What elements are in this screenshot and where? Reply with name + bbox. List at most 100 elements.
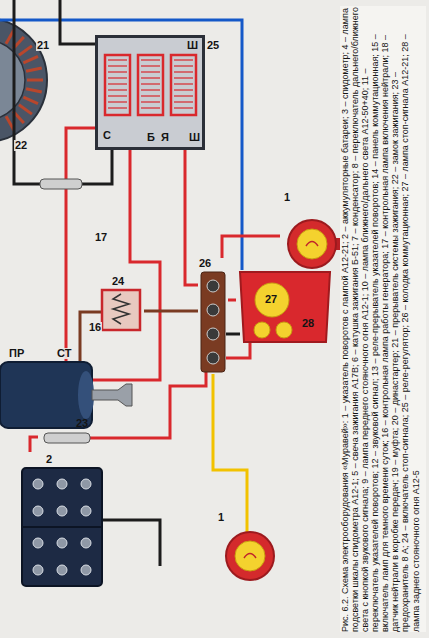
winding-stroke <box>108 107 127 108</box>
cell-cap <box>33 565 43 575</box>
winding-stroke <box>174 71 193 72</box>
cell-cap <box>33 506 43 516</box>
wire-connector <box>222 236 280 258</box>
segment-stroke <box>26 89 42 92</box>
winding-stroke <box>108 89 127 90</box>
cell-cap <box>57 538 67 548</box>
turn-indicator-housing <box>288 220 336 268</box>
winding-stroke <box>108 77 127 78</box>
cell-cap <box>57 565 67 575</box>
cell-cap <box>81 538 91 548</box>
winding-stroke <box>141 101 160 102</box>
terminal-block: 26 <box>198 258 228 374</box>
terminal <box>207 280 219 292</box>
winding-stroke <box>174 59 193 60</box>
regulator-body <box>97 37 203 148</box>
winding-stroke <box>108 71 127 72</box>
terminal-block-body <box>201 272 225 372</box>
winding-stroke <box>108 95 127 96</box>
winding-stroke <box>141 59 160 60</box>
callout-number: 16 <box>88 322 102 333</box>
terminal <box>207 328 219 340</box>
winding-stroke <box>141 89 160 90</box>
callout-number: 24 <box>112 276 124 287</box>
callout-number: 28 <box>302 318 314 329</box>
rear-lamp: 27 28 <box>236 268 334 346</box>
wire-blue <box>0 20 242 270</box>
wire-black <box>226 333 240 336</box>
fuse: 23 <box>38 418 96 450</box>
terminal <box>207 352 219 364</box>
segment-stroke <box>23 97 38 104</box>
pin-name: Ш <box>189 132 200 143</box>
winding-stroke <box>174 89 193 90</box>
battery-cells <box>33 479 91 575</box>
segment-stroke <box>23 56 38 63</box>
cell-cap <box>33 479 43 489</box>
cell-cap <box>81 565 91 575</box>
callout-number: 27 <box>265 294 277 305</box>
winding-stroke <box>174 101 193 102</box>
parking-lamp <box>276 322 292 338</box>
cell-cap <box>57 506 67 516</box>
cell-cap <box>81 479 91 489</box>
wire-connector <box>228 299 236 302</box>
caption-panel: Рис. 6.2. Схема электрооборудования «Мур… <box>340 6 426 632</box>
winding-stroke <box>174 77 193 78</box>
cell-cap <box>81 506 91 516</box>
stop-switch: 24 <box>98 276 144 334</box>
winding-stroke <box>174 107 193 108</box>
stop-lamp <box>255 283 289 317</box>
wire-red <box>226 342 250 358</box>
pin-name: Ш <box>187 40 198 51</box>
winding-stroke <box>174 83 193 84</box>
relay-regulator: ШСБЯШ <box>95 35 205 150</box>
cell-cap <box>33 538 43 548</box>
turn-indicator-housing <box>226 532 274 580</box>
turn-indicator: 1 <box>280 192 340 272</box>
wire-brown <box>80 312 102 362</box>
stop-switch-body <box>102 290 140 330</box>
lamp-bulb <box>235 541 265 571</box>
winding-stroke <box>141 83 160 84</box>
lamp-filament <box>244 554 256 559</box>
callout-number: 2 <box>46 454 52 465</box>
regulator-coil <box>105 55 130 115</box>
callout-number: 23 <box>76 418 88 429</box>
regulator-coil <box>138 55 163 115</box>
wire-black <box>60 0 95 44</box>
wire-black <box>102 520 160 566</box>
figure-caption: Рис. 6.2. Схема электрооборудования «Мур… <box>340 6 421 632</box>
fuse <box>40 179 82 189</box>
wire-red <box>92 150 160 380</box>
winding-stroke <box>141 65 160 66</box>
winding-stroke <box>141 77 160 78</box>
regulator-coil <box>171 55 196 115</box>
callout-number: 17 <box>94 232 108 243</box>
battery-divider <box>22 526 102 528</box>
dynastarter <box>0 18 47 142</box>
callout-number: 22 <box>14 140 28 151</box>
cell-cap <box>57 479 67 489</box>
fuse <box>44 433 90 443</box>
callout-number: 1 <box>284 192 290 203</box>
wire-black <box>82 150 112 184</box>
terminal-name: ПР <box>8 348 25 359</box>
wire-connector <box>185 150 198 285</box>
wire-black <box>14 0 40 184</box>
pin-name: Б <box>147 132 155 143</box>
ignition-key <box>92 384 132 406</box>
winding-stroke <box>108 83 127 84</box>
coil-windings <box>108 60 193 108</box>
segment-stroke <box>19 46 32 55</box>
wire-yellow <box>246 512 249 532</box>
callout-number: 21 <box>36 40 50 51</box>
callout-number: 25 <box>206 40 220 51</box>
terminal <box>207 304 219 316</box>
rear-lamp-housing <box>240 272 330 342</box>
wire-red <box>90 372 206 438</box>
winding-stroke <box>141 107 160 108</box>
segment-stroke <box>19 105 32 114</box>
lamp-bulb <box>297 229 327 259</box>
winding-stroke <box>108 65 127 66</box>
